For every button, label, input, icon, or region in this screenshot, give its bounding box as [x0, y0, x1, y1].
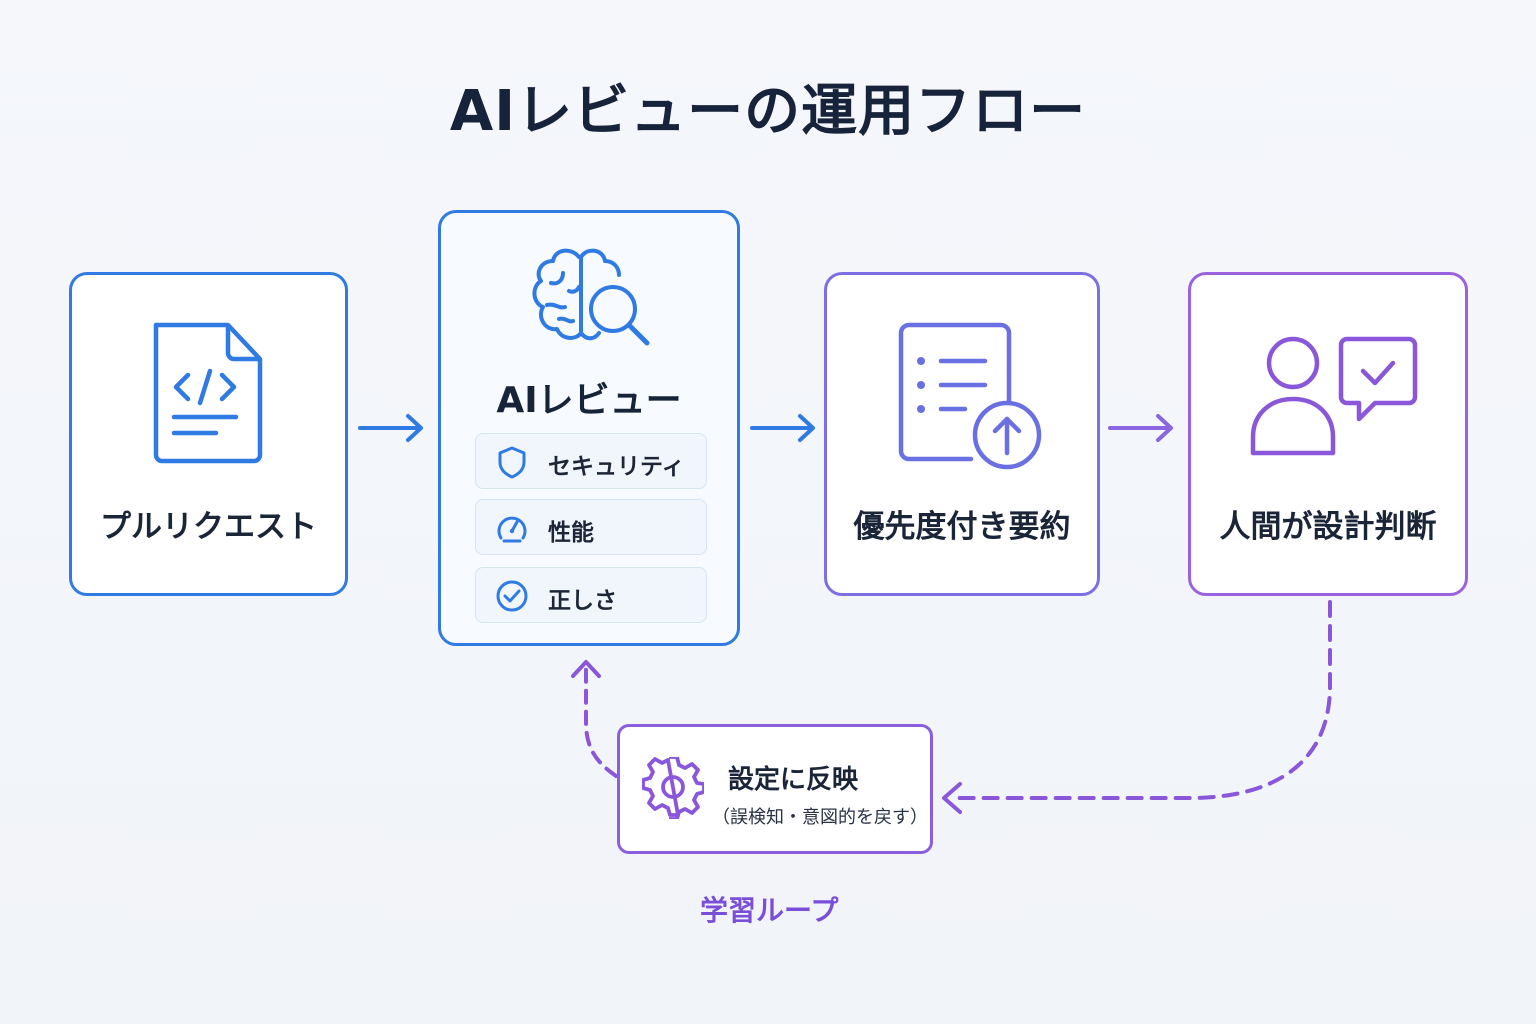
check-circle-icon: [494, 578, 530, 614]
person-approval-icon: [1249, 333, 1421, 459]
feedback-label: 設定に反映: [728, 765, 859, 795]
step-prioritized-summary[interactable]: 優先度付き要約: [824, 272, 1100, 596]
check-item-label: セキュリティ: [548, 454, 685, 480]
flow-arrow: [1106, 410, 1178, 446]
gauge-icon: [494, 510, 530, 546]
flow-arrow: [356, 410, 428, 446]
loop-arrow-return: [930, 596, 1350, 826]
step-label: 優先度付き要約: [853, 509, 1071, 545]
feedback-sublabel: （誤検知・意図的を戻す）: [712, 807, 928, 828]
step-label: 人間が設計判断: [1219, 509, 1437, 545]
gear-icon: [642, 757, 704, 819]
check-item-label: 正しさ: [548, 588, 617, 614]
step-human-decision[interactable]: 人間が設計判断: [1188, 272, 1468, 596]
check-item-performance[interactable]: 性能: [475, 499, 707, 555]
check-item-security[interactable]: セキュリティ: [475, 433, 707, 489]
check-item-correctness[interactable]: 正しさ: [475, 567, 707, 623]
flow-arrow: [748, 410, 820, 446]
step-ai-review[interactable]: AIレビュー セキュリティ 性能 正しさ: [438, 210, 740, 646]
step-label: プルリクエスト: [100, 509, 317, 545]
loop-arrow-up: [560, 652, 630, 782]
feedback-settings-box[interactable]: 設定に反映 （誤検知・意図的を戻す）: [617, 724, 933, 854]
page-title: AIレビューの運用フロー: [449, 79, 1087, 144]
shield-icon: [494, 444, 530, 480]
check-item-label: 性能: [548, 520, 594, 546]
step-label: AIレビュー: [496, 380, 682, 421]
step-pull-request[interactable]: プルリクエスト: [69, 272, 348, 596]
brain-search-icon: [529, 243, 659, 353]
learning-loop-label: 学習ループ: [700, 894, 839, 927]
code-file-icon: [150, 319, 270, 469]
list-upload-icon: [897, 321, 1047, 477]
